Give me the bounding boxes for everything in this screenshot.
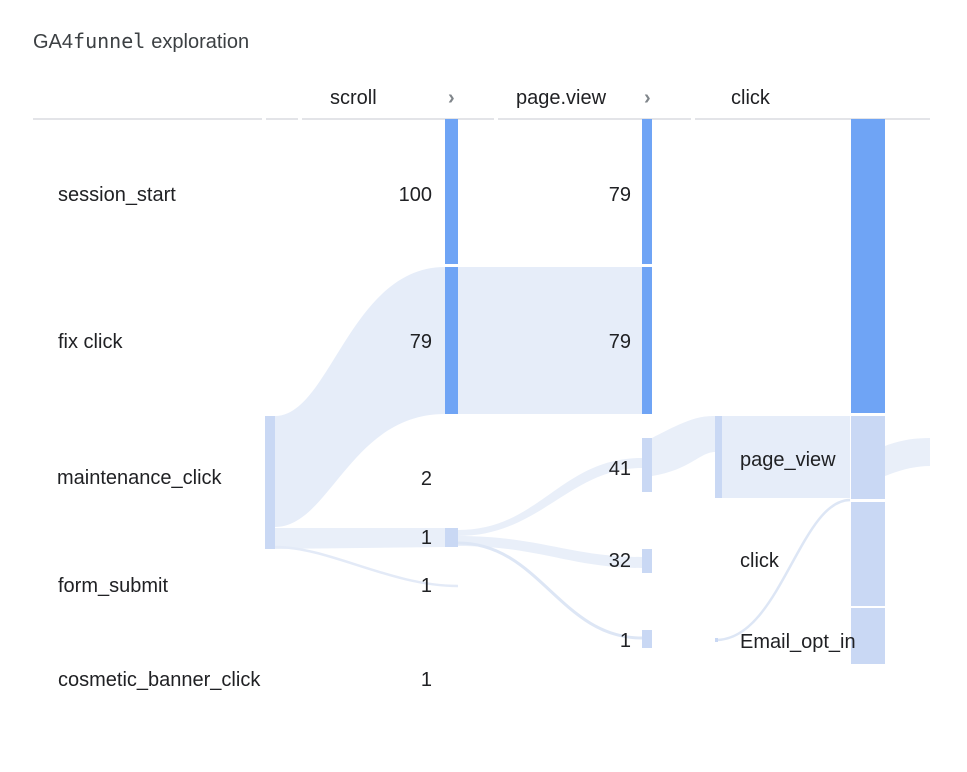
flow-band [652, 416, 715, 476]
click-total-bar [851, 416, 885, 499]
row-label: form_submit [58, 575, 168, 597]
column-header-scroll: scroll [330, 87, 377, 109]
data-label: 2 [421, 468, 432, 490]
node-label: page_view [740, 449, 836, 471]
chevron-right-icon: › [448, 87, 455, 109]
chevron-right-icon: › [644, 87, 651, 109]
row-label: maintenance_click [57, 467, 223, 489]
scroll-node-bar [445, 267, 458, 414]
column-header-click: click [731, 87, 771, 109]
page-view-values: 79 79 41 32 1 [609, 184, 631, 652]
flow-band [275, 267, 445, 527]
click-node-labels: page_view click Email_opt_in [740, 449, 856, 653]
row-label: fix click [58, 331, 123, 353]
row-label: session_start [58, 184, 176, 206]
flow-band [885, 438, 930, 476]
flow-line [274, 545, 459, 588]
data-label: 41 [609, 458, 631, 480]
data-label: 100 [399, 184, 432, 206]
scroll-values: 100 79 2 1 1 1 [399, 184, 432, 691]
data-label: 1 [421, 575, 432, 597]
data-label: 1 [421, 669, 432, 691]
flow-band [458, 536, 642, 568]
scroll-node-bar [445, 528, 458, 547]
row-label: cosmetic_banner_click [58, 669, 261, 691]
data-label: 1 [620, 630, 631, 652]
page-view-node-bar [642, 630, 652, 648]
data-label: 79 [410, 331, 432, 353]
click-total-bar [851, 608, 885, 664]
row-labels: session_start fix click maintenance_clic… [57, 184, 261, 691]
title-mono: funnel [73, 29, 145, 53]
page-view-node-bar [642, 549, 652, 573]
data-label: 32 [609, 550, 631, 572]
title-prefix: GA4 [33, 31, 73, 53]
click-node-bar [715, 638, 718, 642]
flow-line [457, 541, 643, 640]
page-view-node-bar [642, 119, 652, 264]
node-label: click [740, 550, 780, 572]
click-total-bar [851, 502, 885, 606]
page-view-node-bar [642, 438, 652, 492]
flow-band [275, 528, 445, 549]
flow-band [458, 458, 642, 536]
click-total-bar [851, 119, 885, 413]
column-header-page-view: page.view [516, 87, 607, 109]
page-view-node-bar [642, 267, 652, 414]
scroll-node-bar [445, 119, 458, 264]
flow-band [722, 416, 850, 498]
click-node-bar [715, 416, 722, 498]
data-label: 79 [609, 184, 631, 206]
data-label: 79 [609, 331, 631, 353]
flow-line [715, 498, 851, 642]
flow-band [458, 267, 642, 414]
nodes [265, 119, 885, 664]
chart-title: GA4funnel exploration [33, 29, 249, 53]
flows [274, 267, 930, 642]
data-label: 1 [421, 527, 432, 549]
title-suffix: exploration [151, 31, 249, 53]
node-label: Email_opt_in [740, 631, 856, 653]
source-node-bar [265, 416, 275, 549]
